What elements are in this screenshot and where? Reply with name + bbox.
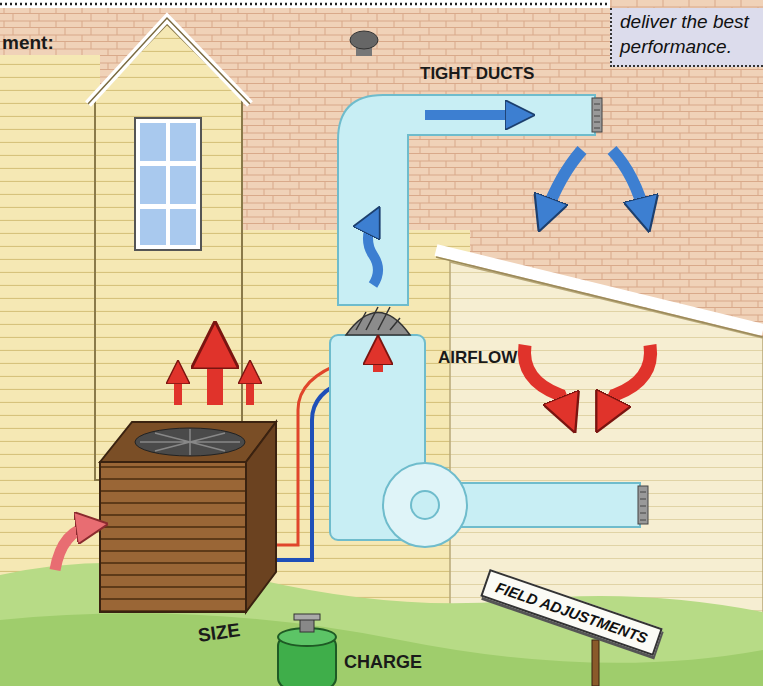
callout-box: deliver the best performance. — [610, 8, 763, 67]
window-part — [135, 118, 201, 250]
condenser-unit-part — [246, 422, 276, 612]
heading-fragment: ment: — [2, 32, 54, 54]
house-wall-part — [88, 18, 250, 104]
node-text: deliver the best performance. — [620, 10, 757, 59]
furnace-part — [440, 483, 640, 527]
supply-duct-part — [612, 150, 645, 215]
roof-vent — [350, 31, 378, 56]
condenser-unit-part — [174, 372, 182, 405]
supply-duct-part — [425, 110, 520, 120]
window-part — [170, 166, 196, 204]
sign-post — [592, 640, 599, 686]
side-wing-part — [436, 250, 763, 330]
furnace-part — [524, 345, 568, 415]
part-label: AIRFLOW — [438, 348, 517, 368]
window-part — [140, 166, 166, 204]
condenser-unit — [55, 345, 276, 612]
condenser-unit-part — [140, 429, 240, 455]
condenser-unit-part — [100, 462, 246, 612]
condenser-unit-part — [246, 372, 254, 405]
supply-duct — [338, 95, 645, 305]
furnace-part — [356, 307, 400, 330]
condenser-unit-part — [207, 345, 223, 405]
roof-part — [0, 3, 610, 6]
house-wall-part — [95, 24, 242, 480]
supply-duct-part — [368, 220, 378, 285]
window-part — [170, 209, 196, 245]
house-wall-part — [88, 18, 250, 104]
window — [135, 118, 201, 250]
furnace — [330, 307, 651, 547]
supply-duct-part — [545, 150, 582, 215]
furnace-part — [383, 463, 467, 547]
window-part — [140, 209, 166, 245]
supply-duct-part — [338, 95, 595, 305]
condenser-unit-part — [135, 428, 245, 456]
furnace-part — [605, 345, 651, 415]
furnace-part — [640, 492, 646, 520]
furnace-part — [373, 350, 383, 372]
part-label: CHARGE — [344, 652, 422, 673]
window-part — [170, 123, 196, 161]
window-part — [140, 123, 166, 161]
refrigerant-tank-part — [294, 614, 320, 620]
furnace-part — [638, 486, 648, 524]
side-wing-part — [436, 257, 763, 337]
condenser-unit-part — [55, 526, 92, 570]
supply-duct-part — [594, 104, 600, 128]
supply-duct-part — [592, 98, 602, 132]
furnace-part — [411, 491, 439, 519]
roof-vent-part — [350, 31, 378, 49]
furnace-part — [346, 313, 410, 336]
sign-post-part — [592, 640, 599, 686]
refrigerant-tank — [278, 614, 336, 686]
part-label: TIGHT DUCTS — [420, 64, 534, 84]
roof-part — [0, 0, 610, 8]
